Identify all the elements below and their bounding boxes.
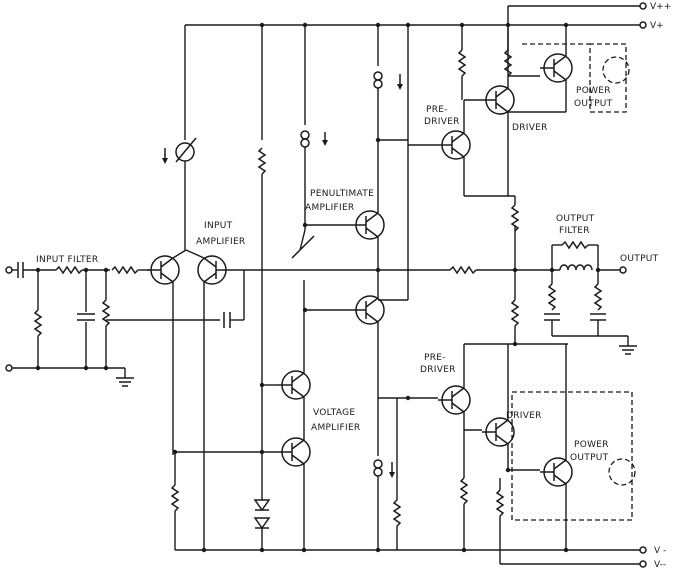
lower-output-stage: PRE- DRIVER DRIVER POWER OUTPUT [378,299,636,564]
output-terminal[interactable] [619,266,627,274]
driver-top-transistor [481,85,515,115]
input-terminal[interactable] [5,266,13,274]
upper-output-stage: PRE- DRIVER DRIVER POWER OUTPUT [408,6,630,232]
label-predriver-bot-1: PRE- [424,353,446,363]
label-voltage-amp-1: VOLTAGE [313,408,355,418]
output-node [300,225,560,300]
penultimate-amplifier: PENULTIMATE AMPLIFIER [291,25,385,398]
label-power-out-bot-2: OUTPUT [570,453,609,463]
driver-bot-transistor [481,417,515,447]
label-penult-1: PENULTIMATE [310,189,374,199]
label-driver-top: DRIVER [512,123,548,133]
rail-vm: V - [175,546,666,556]
input-amplifier: INPUT AMPLIFIER [146,221,300,550]
input-tail-source [162,25,197,250]
label-input-filter: INPUT FILTER [36,255,98,265]
label-predriver-top-2: DRIVER [424,117,460,127]
vas-transistor-1 [277,370,311,400]
terminal-vp[interactable] [639,21,647,29]
predriver-bot-transistor [437,385,471,415]
label-voltage-amp-2: AMPLIFIER [311,423,361,433]
power-output-top-transistor [539,53,573,83]
voltage-amplifier-section: VOLTAGE AMPLIFIER [171,25,361,550]
input-transistor-2 [197,255,231,285]
output-filter: OUTPUT FILTER OUTPUT [544,214,659,355]
label-predriver-bot-2: DRIVER [420,365,456,375]
filter-resistor-2 [34,309,42,337]
rail-label-vpp: V++ [650,2,671,12]
terminal-vmm[interactable] [639,560,647,568]
power-output-bot-transistor [539,457,573,487]
power-output-top-external [602,56,630,84]
filter-resistor-1 [55,266,83,274]
label-penult-2: AMPLIFIER [305,203,355,213]
vas-transistor-2 [277,437,311,467]
label-driver-bot: DRIVER [506,411,542,421]
label-power-out-top-1: POWER [576,86,611,96]
label-input-amp-1: INPUT [204,221,233,231]
output-inductor [559,264,593,271]
input-bias-network [102,266,245,368]
input-transistor-1 [146,255,180,285]
rail-vp: V+ [185,21,664,31]
rail-label-vm: V - [654,546,666,556]
upper-current-source [373,25,409,301]
rail-label-vp: V+ [650,21,664,31]
rail-label-vmm: V-- [654,560,666,570]
label-predriver-top-1: PRE- [426,105,448,115]
label-power-out-bot-1: POWER [574,440,609,450]
lower-current-source [373,398,401,550]
input-ground-terminal[interactable] [5,364,13,372]
label-power-out-top-2: OUTPUT [574,99,613,109]
power-output-bot-external [608,458,636,486]
label-output: OUTPUT [620,254,659,264]
terminal-vpp[interactable] [639,2,647,10]
label-output-filter-2: FILTER [559,226,590,236]
predriver-top-transistor [437,130,471,160]
junction-dots [35,22,601,553]
label-output-filter-1: OUTPUT [556,214,595,224]
rail-vmm: V-- [500,560,666,570]
label-input-amp-2: AMPLIFIER [196,237,246,247]
penultimate-transistor-1 [351,210,385,240]
terminal-vm[interactable] [639,546,647,554]
rail-vpp: V++ [508,2,671,12]
